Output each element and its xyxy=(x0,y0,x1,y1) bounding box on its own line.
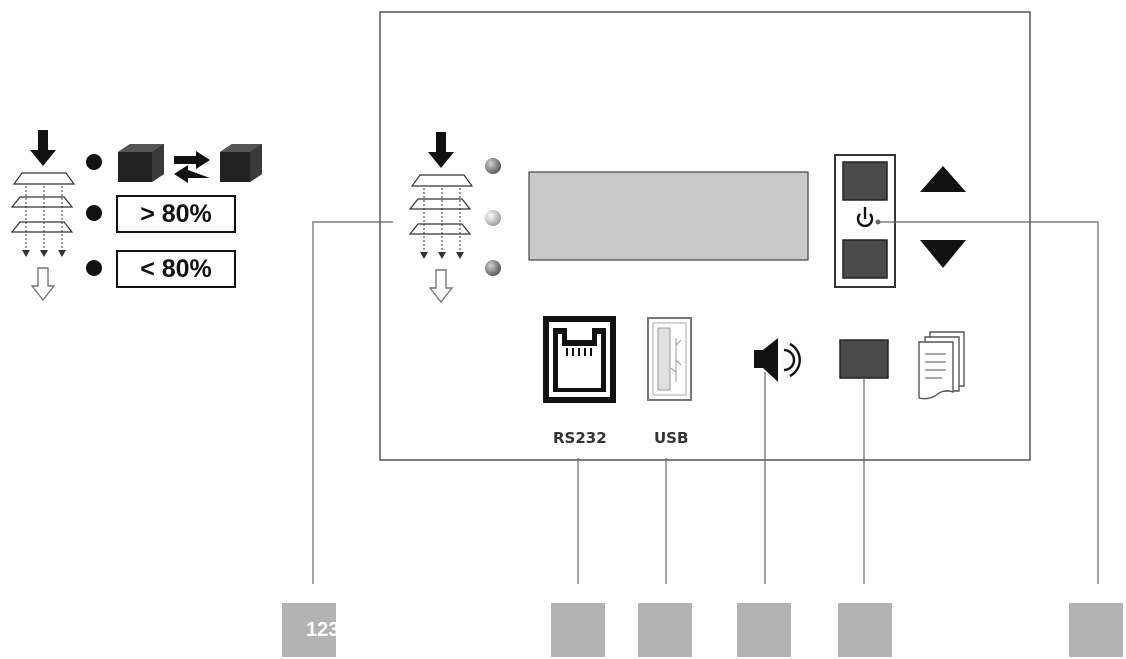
callout-1: 123 xyxy=(282,603,336,657)
documents-icon xyxy=(918,331,965,400)
usb-label: USB xyxy=(654,429,689,447)
arrow-up-icon xyxy=(920,166,966,192)
led-over-80 xyxy=(485,210,501,226)
arrow-down-black-icon xyxy=(30,130,56,166)
led-transfer xyxy=(485,158,501,174)
callout-3-text xyxy=(638,603,692,657)
legend-under-80-box: < 80% xyxy=(116,250,236,288)
legend-load-level-icon xyxy=(10,130,76,302)
callout-1-text: 123 xyxy=(306,619,336,641)
rs232-port xyxy=(543,316,616,403)
callout-2-text xyxy=(551,603,605,657)
transfer-icon xyxy=(118,144,262,183)
lcd-display xyxy=(528,171,809,261)
legend-dot-under xyxy=(86,260,102,276)
callout-4-text xyxy=(737,603,791,657)
legend-dot-transfer xyxy=(86,154,102,170)
function-button[interactable] xyxy=(839,339,889,379)
panel-load-level-icon xyxy=(408,132,474,304)
arrow-down-hollow-icon xyxy=(30,267,56,302)
leader-power-dot xyxy=(875,219,881,225)
rs232-label: RS232 xyxy=(553,429,607,447)
callout-4 xyxy=(737,603,791,657)
callout-6-text xyxy=(1069,603,1123,657)
leader-led-group xyxy=(312,221,393,584)
leader-lines xyxy=(312,221,1099,584)
usb-port xyxy=(647,317,692,401)
arrow-down-icon xyxy=(920,240,966,268)
power-icon xyxy=(856,207,874,228)
callout-5 xyxy=(838,603,892,657)
legend-dot-over xyxy=(86,205,102,221)
down-button[interactable] xyxy=(842,239,888,279)
callout-2 xyxy=(551,603,605,657)
led-under-80 xyxy=(485,260,501,276)
legend-over-80-box: > 80% xyxy=(116,195,236,233)
callout-6 xyxy=(1069,603,1123,657)
leader-power xyxy=(878,221,1099,584)
legend-under-80-label: < 80% xyxy=(140,255,212,283)
callout-5-text xyxy=(838,603,892,657)
callout-3 xyxy=(638,603,692,657)
legend-over-80-label: > 80% xyxy=(140,200,212,228)
up-button[interactable] xyxy=(842,161,888,201)
speaker-icon xyxy=(754,338,801,382)
